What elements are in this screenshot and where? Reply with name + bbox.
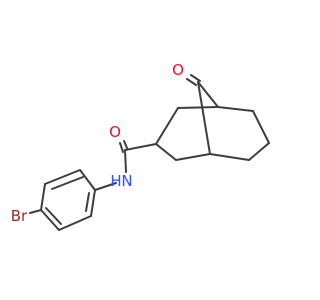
- amide-nitrogen-label: N: [121, 172, 132, 190]
- bond-right-bridgehead-to-top-methylene: [177, 106, 219, 109]
- molecule-drawing: O O N H Br: [11, 61, 270, 231]
- ketone-oxygen-label: O: [172, 61, 184, 79]
- atom-labels: O O N H Br: [11, 61, 184, 225]
- bond-bottom-methylene-to-left-bridgehead: [175, 153, 211, 161]
- bond-ring-3: [248, 142, 270, 161]
- bond-phenyl-inner-3: [85, 192, 90, 212]
- bromine-label: Br: [11, 207, 28, 225]
- amide-bonds: [94, 140, 157, 191]
- bond-bridge-carbon-to-left-bridgehead: [197, 81, 211, 155]
- bond-phenyl-5: [58, 215, 92, 231]
- bond-phenyl-3: [40, 183, 46, 211]
- bond-amide-carbonyl-2: [119, 142, 124, 153]
- bond-phenyl-2: [44, 169, 81, 185]
- bond-amide-carbonyl-1: [123, 140, 128, 149]
- bond-ring-4-to-left-bridgehead: [209, 153, 250, 161]
- structure-canvas: O O N H Br: [11, 61, 270, 231]
- ketone-double-bond: [186, 74, 201, 86]
- bond-phenyl-6: [90, 189, 96, 217]
- bond-ch-to-bottom-methylene: [155, 143, 177, 161]
- bond-carbonyl-carbon-to-nitrogen: [124, 149, 127, 173]
- bond-ketone-line-1: [190, 74, 201, 82]
- bond-right-bridgehead-ring-1: [217, 106, 254, 112]
- bond-ch-to-carbonyl-carbon: [124, 143, 157, 151]
- bond-ketone-line-2: [186, 78, 197, 86]
- bond-phenyl-1: [79, 169, 96, 191]
- bond-ring-2: [252, 110, 270, 144]
- bond-phenyl-to-bromine: [29, 209, 42, 214]
- bond-phenyl-inner-1: [51, 176, 84, 190]
- bond-phenyl-4: [40, 209, 60, 231]
- phenyl-ring-bonds: [29, 169, 96, 231]
- bond-phenyl-inner-2: [45, 207, 62, 225]
- bond-top-methylene-to-ch: [155, 107, 179, 145]
- amide-hydrogen-label: H: [110, 172, 121, 190]
- bicyclic-core-bonds: [155, 81, 270, 161]
- bond-nitrogen-to-aryl: [94, 182, 117, 191]
- amide-oxygen-label: O: [109, 123, 121, 141]
- bond-bridge-carbon-to-right-bridgehead: [197, 81, 219, 108]
